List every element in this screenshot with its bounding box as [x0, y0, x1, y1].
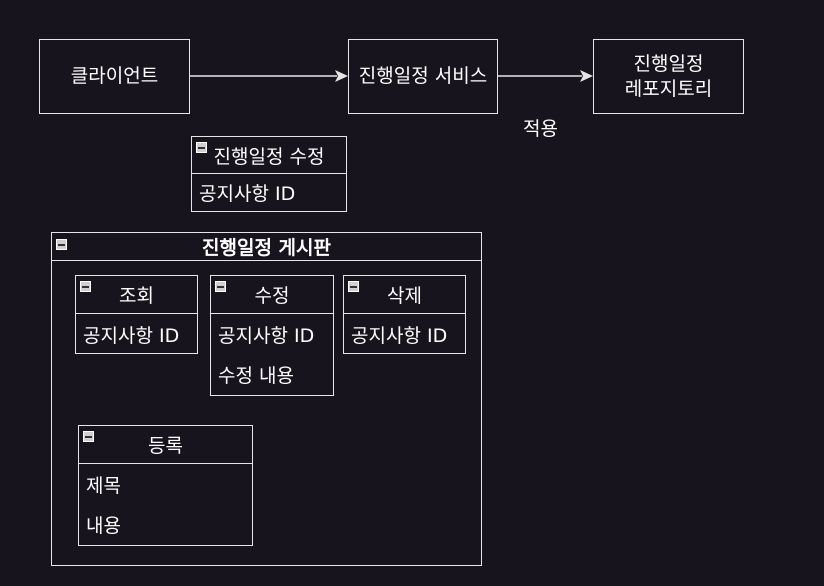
update-schema-class[interactable]: 진행일정 수정 공지사항 ID: [191, 136, 347, 212]
collapse-icon[interactable]: [56, 239, 67, 250]
arrow-client-to-service: [190, 70, 348, 82]
edit-field-content: 수정 내용: [218, 364, 294, 387]
edit-title: 수정: [254, 285, 290, 307]
collapse-icon[interactable]: [196, 142, 207, 153]
lookup-title: 조회: [119, 285, 154, 307]
delete-field: 공지사항 ID: [351, 324, 448, 347]
edge-label-apply: 적용: [523, 118, 558, 140]
lookup-header: 조회: [76, 276, 197, 314]
edit-class[interactable]: 수정 공지사항 ID 수정 내용: [210, 275, 334, 396]
client-label: 클라이언트: [70, 65, 159, 87]
lookup-class[interactable]: 조회 공지사항 ID: [75, 275, 198, 354]
register-header: 등록: [79, 426, 252, 464]
service-node[interactable]: 진행일정 서비스: [348, 39, 498, 114]
board-container[interactable]: 진행일정 게시판: [51, 232, 482, 566]
collapse-icon[interactable]: [83, 431, 94, 442]
register-field-content: 내용: [86, 514, 121, 537]
arrow-service-to-repository: [498, 70, 593, 82]
delete-class[interactable]: 삭제 공지사항 ID: [343, 275, 466, 354]
repository-node[interactable]: 진행일정 레포지토리: [593, 39, 744, 114]
collapse-icon[interactable]: [215, 281, 226, 292]
delete-title: 삭제: [387, 285, 422, 307]
board-header: 진행일정 게시판: [52, 233, 481, 261]
edit-field-id: 공지사항 ID: [218, 324, 315, 347]
lookup-field: 공지사항 ID: [83, 324, 180, 347]
delete-header: 삭제: [344, 276, 465, 314]
update-schema-field: 공지사항 ID: [199, 183, 296, 205]
collapse-icon[interactable]: [80, 281, 91, 292]
client-node[interactable]: 클라이언트: [39, 39, 190, 114]
board-title: 진행일정 게시판: [202, 237, 331, 259]
register-class[interactable]: 등록 제목 내용: [78, 425, 253, 546]
service-label: 진행일정 서비스: [358, 65, 488, 87]
update-schema-title: 진행일정 수정: [213, 145, 325, 168]
repository-label: 진행일정 레포지토리: [624, 52, 713, 100]
register-title: 등록: [148, 435, 183, 457]
update-schema-header: 진행일정 수정: [192, 137, 346, 174]
collapse-icon[interactable]: [348, 281, 359, 292]
register-field-title: 제목: [86, 474, 121, 497]
edit-header: 수정: [211, 276, 333, 314]
